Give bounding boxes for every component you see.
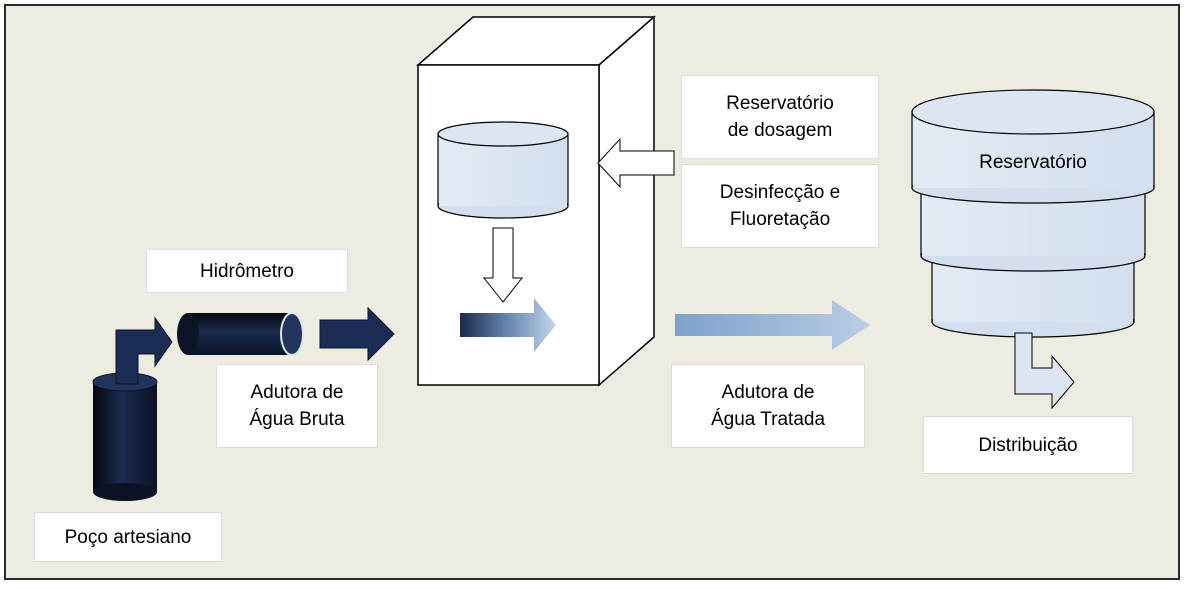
label-disinfection: Desinfecção e Fluoretação <box>681 164 879 248</box>
label-distribution: Distribuição <box>923 416 1133 474</box>
dosing-input-arrow-icon <box>597 137 675 189</box>
label-dosing-reservoir: Reservatório de dosagem <box>681 75 879 159</box>
dosing-down-arrow-icon <box>482 227 524 303</box>
distribution-arrow-icon <box>1014 332 1075 410</box>
treated-water-arrow-icon <box>675 300 870 350</box>
label-meter: Hidrômetro <box>146 249 348 293</box>
inner-flow-arrow-icon <box>460 298 556 352</box>
treatment-unit-box <box>416 15 656 387</box>
label-reservoir: Reservatório <box>979 151 1087 173</box>
label-raw-water-main: Adutora de Água Bruta <box>216 364 378 448</box>
label-well: Poço artesiano <box>34 512 222 562</box>
reservoir-stacked-tank-icon <box>911 89 1155 338</box>
dosing-tank-icon <box>437 121 569 219</box>
raw-water-arrow-icon <box>319 306 395 362</box>
water-meter-icon <box>177 312 304 356</box>
well-cylinder-icon <box>92 372 158 501</box>
well-outlet-arrow-icon <box>115 316 173 385</box>
label-treated-water-main: Adutora de Água Tratada <box>671 364 865 448</box>
